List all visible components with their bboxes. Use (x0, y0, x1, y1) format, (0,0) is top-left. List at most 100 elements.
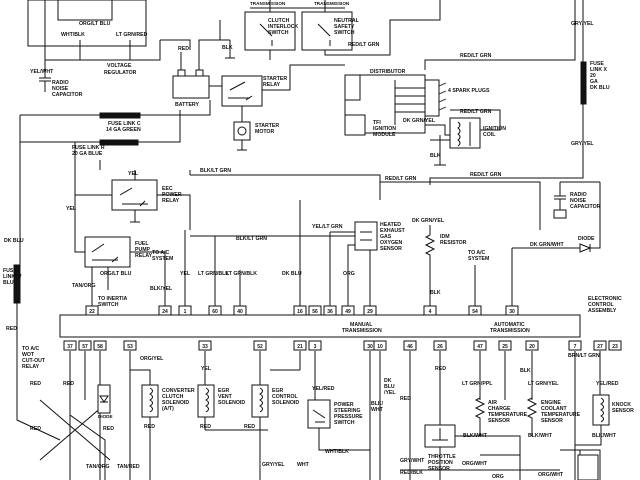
blk-battery-label: BLK (222, 45, 233, 51)
red-lt-grn-d-label: RED/LT GRN (385, 176, 417, 182)
connector-pin-box (293, 305, 307, 316)
tan-red-bottom-label: TAN/RED (117, 464, 140, 470)
connector-pin-label: 37 (67, 344, 73, 350)
to-inertia-label-1: TO INERTIA (98, 296, 128, 302)
idm-label-1: IDM (440, 234, 450, 240)
connector-pin-label: 27 (597, 344, 603, 350)
fuse-link-r-wire (20, 110, 181, 143)
clutch-switch-contact (259, 23, 273, 46)
tfi-module-box (344, 114, 366, 136)
egr-vent-box (197, 384, 215, 418)
connector-pin-label: 40 (237, 309, 243, 315)
connector-pin-label: 23 (612, 344, 618, 350)
voltage-regulator-label-1: VOLTAGE (107, 63, 132, 69)
egr-bus-wire (205, 429, 268, 480)
dk-grn-yel-b-label: DK GRN/YEL (412, 218, 445, 224)
gry-yel-bottom-label: GRY/YEL (262, 462, 285, 468)
converter-label-3: SOLENOID (162, 400, 189, 406)
connector-pin-box (323, 305, 337, 316)
blk-wht-a-2: WHT (371, 407, 384, 413)
fuse-link-w-label-3: BLU (3, 280, 14, 286)
throttle-wires (439, 435, 521, 480)
red-h-label: RED (400, 396, 411, 402)
radio-capacitor-right-label-3: CAPACITOR (570, 204, 601, 210)
radio-capacitor-left-label-3: CAPACITOR (52, 92, 83, 98)
red-lt-grn-dist-label: RED/LT GRN (460, 53, 492, 59)
transmission-right-label: TRANSMISSION (314, 1, 350, 6)
connector-pin-label: 7 (574, 344, 577, 350)
connector-pin-box (308, 340, 322, 351)
red-battery-label: RED (178, 46, 189, 52)
connector-pin-label: 26 (437, 344, 443, 350)
connector-pin-label: 54 (472, 309, 478, 315)
knock-label-1: KNOCK (612, 402, 631, 408)
ect-label-2: COOLANT (541, 406, 567, 412)
yel-wht-label: YEL/WHT (30, 69, 54, 75)
connector-pin-label: 36 (327, 309, 333, 315)
connector-pin-box (468, 305, 482, 316)
connector-pin-box (93, 340, 107, 351)
connector-pin-box (178, 305, 192, 316)
egr-control-label-1: EGR (272, 388, 283, 394)
starter-relay-box (221, 75, 263, 107)
red-d-label: RED (103, 426, 114, 432)
hego-sensor-box (354, 221, 378, 251)
distributor-right-wire (424, 0, 576, 70)
diode-label: DIODE (578, 236, 595, 242)
connector-pin-box (85, 305, 99, 316)
blk-wht-a-1: BLK/ (371, 401, 384, 407)
gry-wht-label: GRY/WHT (400, 458, 425, 464)
battery-terminal-a (177, 69, 186, 77)
red-b-label: RED (63, 381, 74, 387)
starter-motor-ground (237, 140, 247, 151)
red-fl-label: RED (6, 326, 17, 332)
diode-bottom-label: DIODE (98, 414, 113, 419)
hego-label-4: OXYGEN (380, 240, 402, 246)
yel-red-b-label: YEL/RED (596, 381, 619, 387)
voltage-regulator-label-2: REGULATOR (104, 70, 137, 76)
connector-pin-box (233, 305, 247, 316)
org-mid-label: ORG (343, 271, 355, 277)
battery-terminal-b (195, 69, 204, 77)
red-lt-grn-coil-label: RED/LT GRN (460, 109, 492, 115)
wht-blk-label: WHT/BLK (61, 32, 85, 38)
clutch-interlock-label-3: SWITCH (268, 30, 289, 36)
ignition-coil-box (449, 117, 481, 149)
bottom-right-component (577, 454, 599, 480)
starter-relay-contact (228, 81, 253, 101)
distributor-internal (345, 75, 425, 125)
connector-pin-box (373, 340, 387, 351)
fuse-link-c-label-2: 14 GA GREEN (106, 127, 141, 133)
fuse-link-x-label-2: LINK X (590, 67, 608, 73)
top-switch-wires (250, 0, 441, 60)
yel-lt-grn-label: YEL/LT GRN (312, 224, 343, 230)
radio-capacitor-left (39, 60, 51, 92)
neutral-safety-label-1: NEUTRAL (334, 18, 360, 24)
auto-transmission-label-1: AUTOMATIC (494, 322, 525, 328)
eec-power-relay-box (111, 179, 158, 211)
fuse-link-x-label-5: DK BLU (590, 85, 610, 91)
idm-resistor (424, 225, 436, 315)
distributor-label: DISTRIBUTOR (370, 69, 406, 75)
converter-label-2: CLUTCH (162, 394, 184, 400)
org-lt-blu-label: ORG/LT BLU (79, 21, 111, 27)
red-c-label: RED (30, 426, 41, 432)
act-label-2: CHARGE (488, 406, 511, 412)
blk-lt-grn-horizontal (189, 170, 381, 200)
manual-transmission-label-2: TRANSMISSION (342, 328, 382, 334)
to-ac-wot-label-4: RELAY (22, 364, 40, 370)
fuse-link-c-wire (20, 100, 211, 116)
starter-motor-label-1: STARTER (255, 123, 279, 129)
connector-pin-box (308, 305, 322, 316)
connector-pin-label: 21 (297, 344, 303, 350)
to-ac-system-b-label-2: SYSTEM (468, 256, 489, 262)
red-lt-grn-right-label: RED/LT GRN (470, 172, 502, 178)
diode-symbol (579, 243, 592, 253)
radio-capacitor-right-label-2: NOISE (570, 198, 587, 204)
fuel-pump-relay-contact (91, 243, 119, 263)
fuse-link-r-label-1: FUSE LINK R (72, 145, 105, 151)
spark-plug-connector (424, 79, 440, 117)
connector-pin-label: 57 (82, 344, 88, 350)
knock-label-2: SENSOR (612, 408, 634, 414)
